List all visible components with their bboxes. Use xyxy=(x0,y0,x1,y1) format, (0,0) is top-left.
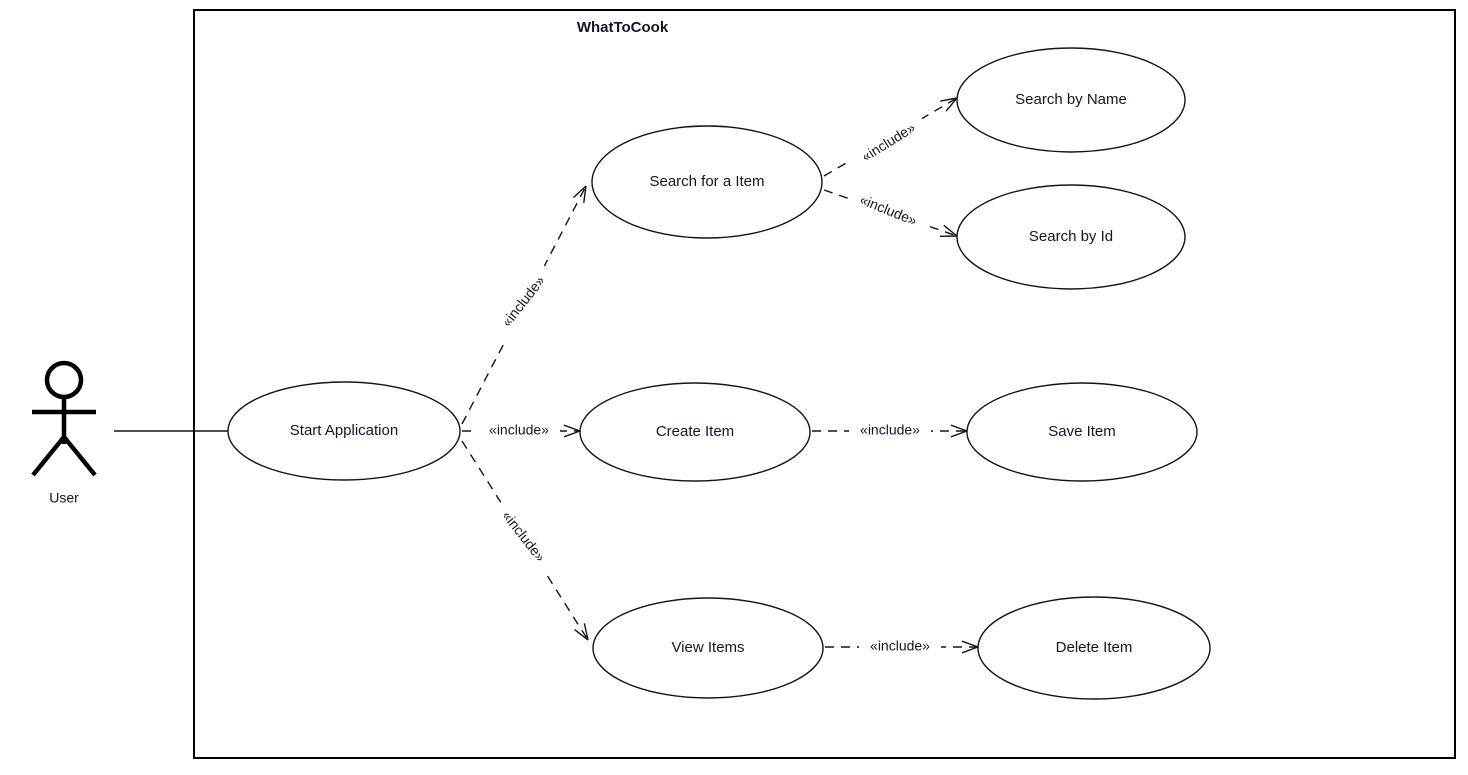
use-case-label: View Items xyxy=(671,639,744,656)
use-case-start-application[interactable]: Start Application xyxy=(227,381,461,481)
include-arrow-head xyxy=(574,623,589,641)
include-label-backdrop xyxy=(849,113,929,173)
arrow-head-stroke xyxy=(950,424,968,432)
include-relation-search-to-name[interactable]: «include» xyxy=(823,97,958,177)
use-case-ellipse xyxy=(966,382,1198,482)
include-relation-start-to-search[interactable]: «include» xyxy=(461,185,587,425)
include-line xyxy=(823,97,958,177)
arrow-head-stroke xyxy=(563,430,581,438)
include-arrow-head xyxy=(950,424,968,438)
include-stereotype-label: «include» xyxy=(870,638,930,654)
include-label-backdrop xyxy=(849,421,931,441)
use-case-ellipse xyxy=(956,47,1186,153)
use-case-label: Create Item xyxy=(656,423,734,440)
use-case-ellipse xyxy=(227,381,461,481)
arrow-head-stroke xyxy=(943,224,958,237)
use-case-ellipse xyxy=(579,382,811,482)
arrow-head-stroke xyxy=(563,424,581,432)
arrow-head-stroke xyxy=(961,640,979,648)
include-label-backdrop xyxy=(490,498,556,576)
include-label-backdrop xyxy=(846,186,930,236)
use-case-label: Search by Id xyxy=(1029,228,1113,245)
use-case-search-by-id[interactable]: Search by Id xyxy=(956,184,1186,290)
use-case-label: Delete Item xyxy=(1056,639,1133,656)
include-stereotype-label: «include» xyxy=(498,272,548,329)
use-case-save-item[interactable]: Save Item xyxy=(966,382,1198,482)
arrow-head-stroke xyxy=(583,185,587,203)
system-boundary-box xyxy=(193,9,1456,759)
use-case-delete-item[interactable]: Delete Item xyxy=(977,596,1211,700)
include-arrow-head xyxy=(572,185,587,203)
include-stereotype-label: «include» xyxy=(489,422,549,438)
use-case-label: Start Application xyxy=(290,422,398,439)
arrow-head-stroke xyxy=(572,185,587,198)
use-case-ellipse xyxy=(591,125,823,239)
use-case-view-items[interactable]: View Items xyxy=(592,597,824,699)
include-relation-start-to-view[interactable]: «include» xyxy=(461,440,589,641)
actor-right-leg-line xyxy=(62,435,97,477)
arrow-head-stroke xyxy=(945,97,958,112)
use-case-ellipse xyxy=(592,597,824,699)
include-stereotype-label: «include» xyxy=(499,508,549,565)
include-relation-create-to-save[interactable]: «include» xyxy=(812,421,968,441)
include-arrow-head xyxy=(563,424,581,438)
actor-label: User xyxy=(49,490,79,506)
include-label-backdrop xyxy=(478,421,560,441)
actor-head-icon xyxy=(44,360,84,400)
use-case-label: Search for a Item xyxy=(649,173,764,190)
use-case-ellipse xyxy=(956,184,1186,290)
include-relation-start-to-create[interactable]: «include» xyxy=(462,421,581,441)
arrow-head-stroke xyxy=(950,430,968,438)
use-case-search-by-name[interactable]: Search by Name xyxy=(956,47,1186,153)
arrow-head-stroke xyxy=(583,623,589,641)
use-case-ellipse xyxy=(977,596,1211,700)
arrow-head-stroke xyxy=(574,629,589,641)
use-case-create-item[interactable]: Create Item xyxy=(579,382,811,482)
include-label-backdrop xyxy=(491,263,557,341)
include-stereotype-label: «include» xyxy=(860,422,920,438)
include-stereotype-label: «include» xyxy=(859,119,918,164)
actor-left-leg-line xyxy=(31,435,66,477)
include-arrow-head xyxy=(939,224,958,237)
actor-user[interactable]: User xyxy=(31,360,97,506)
include-relation-view-to-delete[interactable]: «include» xyxy=(825,637,979,657)
system-boundary-title: WhatToCook xyxy=(577,19,669,36)
arrow-head-stroke xyxy=(940,97,958,102)
arrow-head-stroke xyxy=(961,646,979,654)
include-relation-search-to-id[interactable]: «include» xyxy=(823,186,958,237)
include-label-backdrop xyxy=(859,637,941,657)
include-arrow-head xyxy=(940,97,958,112)
use-case-search-for-a-item[interactable]: Search for a Item xyxy=(591,125,823,239)
use-case-label: Search by Name xyxy=(1015,91,1127,108)
include-arrow-head xyxy=(961,640,979,654)
use-case-label: Save Item xyxy=(1048,423,1116,440)
